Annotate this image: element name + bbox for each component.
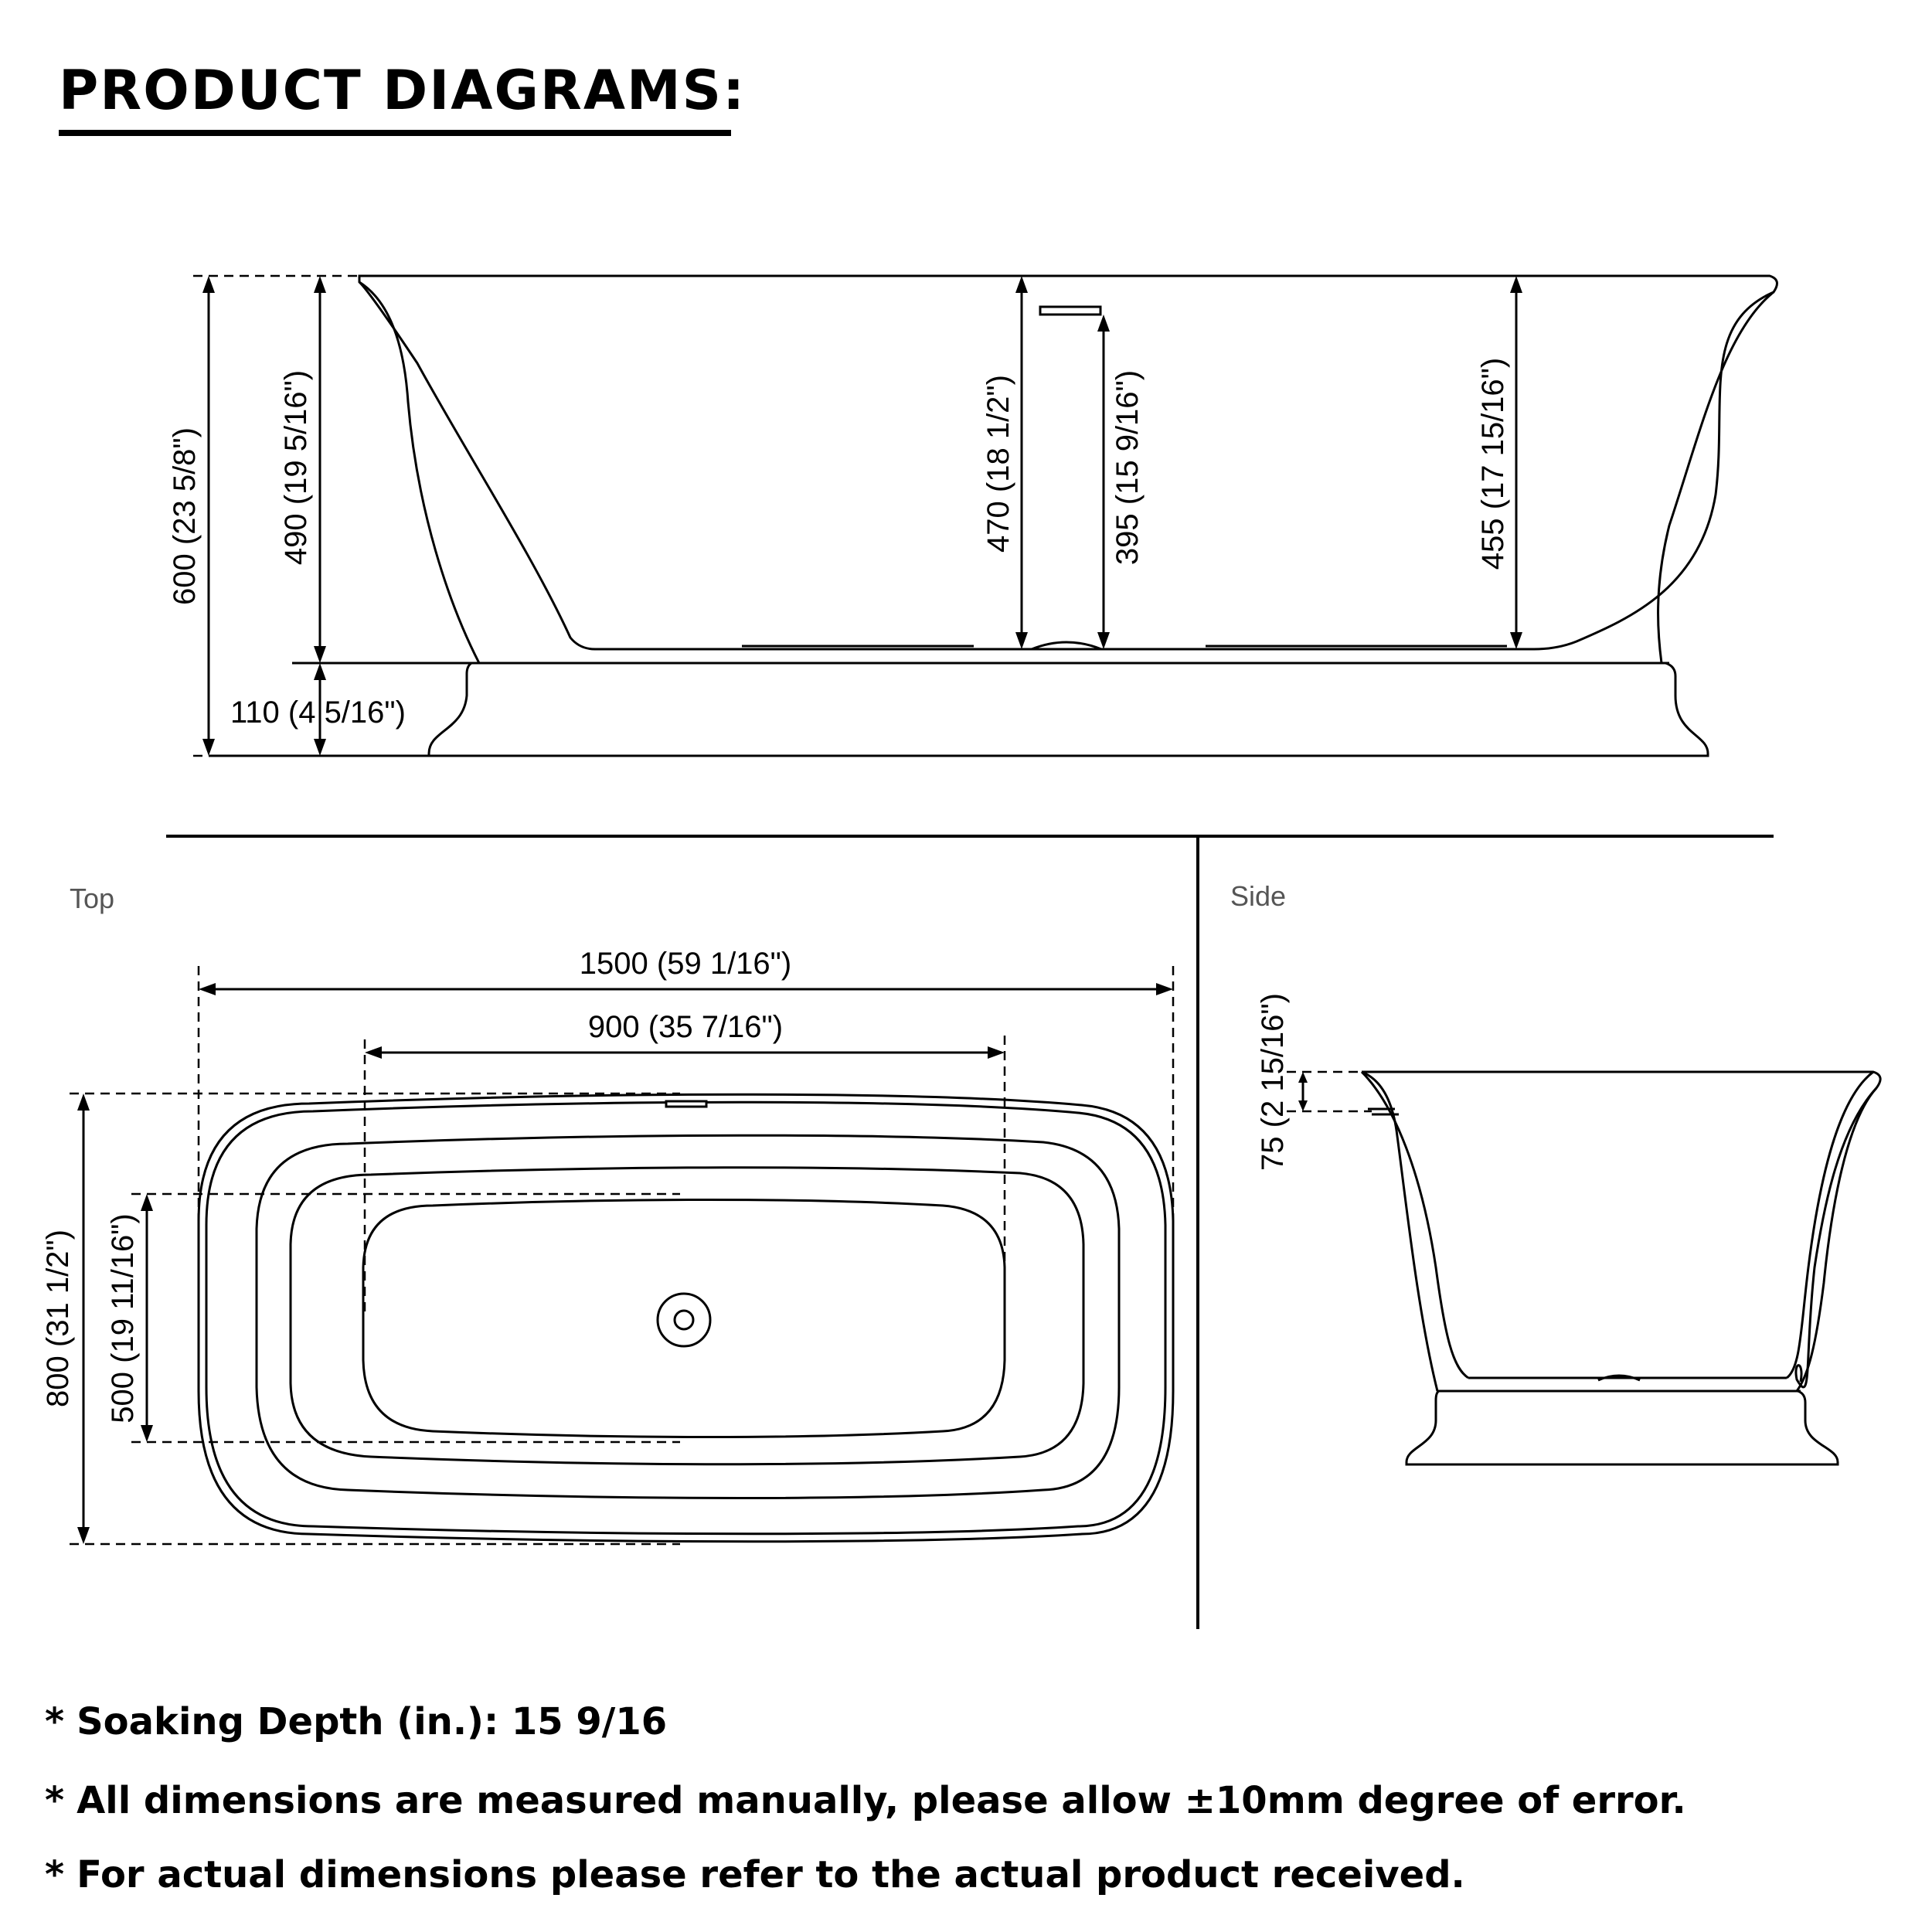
note-star: * bbox=[45, 1700, 65, 1743]
side-view: Side 75 (2 15/16") bbox=[1230, 880, 1882, 1466]
side-tub-body bbox=[1362, 1070, 1882, 1389]
note-star: * bbox=[45, 1779, 65, 1822]
top-dim-500-label: 500 (19 11/16") bbox=[106, 1213, 140, 1423]
front-dim-490-arrow-bottom bbox=[314, 646, 326, 663]
top-inner-ring bbox=[289, 1166, 1085, 1466]
top-overflow bbox=[665, 1100, 708, 1108]
side-drain bbox=[1597, 1374, 1641, 1382]
top-view: Top bbox=[41, 883, 1175, 1546]
front-dim-470-arrow-bottom bbox=[1015, 632, 1028, 649]
note-actual-product: * For actual dimensions please refer to t… bbox=[45, 1853, 1465, 1896]
side-right-inner bbox=[1786, 1070, 1874, 1379]
front-right-flare bbox=[1657, 291, 1774, 664]
top-outer-rim-inner bbox=[205, 1100, 1167, 1536]
front-dim-110-label: 110 (4 5/16") bbox=[230, 696, 406, 730]
front-dim-600-label: 600 (23 5/8") bbox=[168, 427, 202, 605]
top-dim-900-arrow-right bbox=[988, 1046, 1005, 1059]
note-soaking-depth: * Soaking Depth (in.): 15 9/16 bbox=[45, 1700, 667, 1743]
side-dim-75-arrow-bottom bbox=[1298, 1100, 1308, 1111]
front-dim-470-arrow-top bbox=[1015, 276, 1028, 293]
front-drain bbox=[1031, 641, 1102, 651]
top-dim-1500-label: 1500 (59 1/16") bbox=[580, 947, 791, 981]
top-dim-900-arrow-left bbox=[365, 1046, 382, 1059]
front-pedestal bbox=[427, 662, 1709, 757]
top-dim-900-label: 900 (35 7/16") bbox=[588, 1010, 783, 1044]
note-star: * bbox=[45, 1853, 65, 1896]
side-left-inner bbox=[1360, 1070, 1469, 1379]
front-dim-455-arrow-bottom bbox=[1510, 632, 1522, 649]
top-dim-500-arrow-top bbox=[141, 1194, 153, 1211]
page-title: PRODUCT DIAGRAMS: bbox=[59, 59, 747, 122]
side-left-outer bbox=[1361, 1070, 1439, 1392]
front-dim-395-arrow-bottom bbox=[1097, 632, 1110, 649]
side-right-outer bbox=[1795, 1087, 1878, 1392]
front-left-flare bbox=[359, 281, 481, 664]
front-dim-470-label: 470 (18 1/2") bbox=[981, 375, 1015, 553]
top-view-label: Top bbox=[70, 883, 114, 914]
front-dim-455-arrow-top bbox=[1510, 276, 1522, 293]
top-dim-800-label: 800 (31 1/2") bbox=[41, 1230, 75, 1407]
top-dim-800-arrow-bottom bbox=[77, 1527, 90, 1544]
front-tub-body bbox=[358, 274, 1778, 651]
front-dim-490-arrow-top bbox=[314, 276, 326, 293]
side-dim-75-arrow-top bbox=[1298, 1072, 1308, 1083]
front-dim-110-arrow-top bbox=[314, 663, 326, 680]
side-pedestal bbox=[1405, 1389, 1839, 1466]
top-dim-500-arrow-bottom bbox=[141, 1425, 153, 1442]
note-text: Soaking Depth (in.): 15 9/16 bbox=[77, 1700, 668, 1743]
top-drain-outer bbox=[656, 1292, 712, 1348]
front-dim-600-arrow-bottom bbox=[202, 739, 215, 756]
top-dim-1500-arrow-left bbox=[199, 983, 216, 995]
note-text: All dimensions are measured manually, pl… bbox=[77, 1779, 1686, 1822]
top-outer-rim bbox=[197, 1093, 1175, 1543]
front-view: 600 (23 5/8") 490 (19 5/16") 110 (4 5/16… bbox=[168, 274, 1778, 757]
title-underline bbox=[59, 130, 731, 136]
front-dim-395-arrow-top bbox=[1097, 315, 1110, 332]
front-dim-395-label: 395 (15 9/16") bbox=[1111, 370, 1145, 565]
top-drain-inner bbox=[673, 1309, 695, 1331]
front-dim-455-label: 455 (17 15/16") bbox=[1476, 358, 1510, 570]
top-dim-1500-arrow-right bbox=[1156, 983, 1173, 995]
top-dim-800-arrow-top bbox=[77, 1094, 90, 1111]
front-dim-600-arrow-top bbox=[202, 276, 215, 293]
top-basin bbox=[362, 1199, 1006, 1438]
note-text: For actual dimensions please refer to th… bbox=[77, 1853, 1465, 1896]
front-overflow bbox=[1039, 305, 1102, 316]
top-ledge-ring bbox=[255, 1134, 1121, 1499]
side-dim-75-label: 75 (2 15/16") bbox=[1256, 993, 1290, 1171]
front-dim-110-arrow-bottom bbox=[314, 739, 326, 756]
note-tolerance: * All dimensions are measured manually, p… bbox=[45, 1779, 1686, 1822]
side-view-label: Side bbox=[1230, 880, 1286, 912]
front-dim-490-label: 490 (19 5/16") bbox=[279, 370, 313, 565]
